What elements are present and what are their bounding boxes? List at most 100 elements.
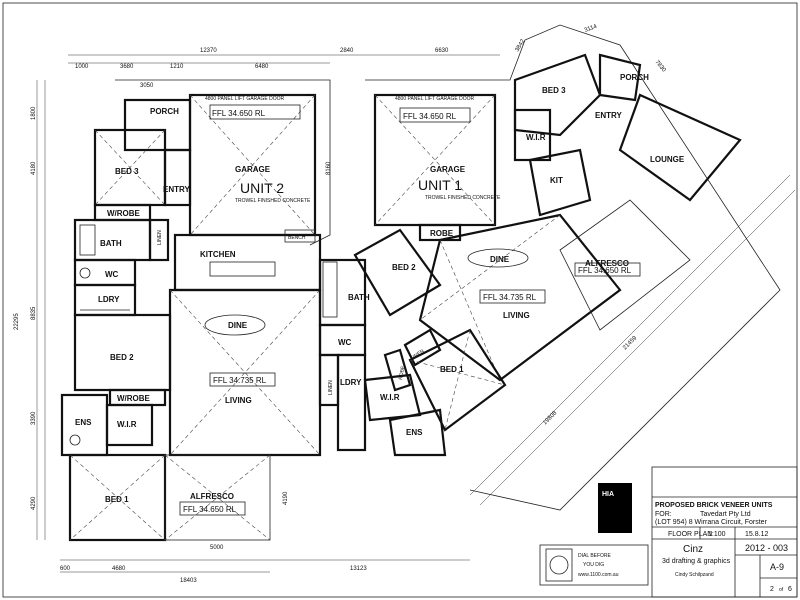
unit2-bed1-label: BED 1 [105, 495, 129, 504]
dim-top-3050: 3050 [140, 83, 154, 89]
unit1-linen-label: LINEN [328, 380, 334, 395]
dial-before-you-dig-logo: DIAL BEFORE YOU DIG www.1100.com.au [539, 544, 649, 586]
unit2-bath-label: BATH [100, 239, 122, 248]
tb-job-no: 2012 - 003 [745, 543, 788, 553]
dim-top-2840: 2840 [340, 48, 354, 54]
unit1-ens-label: ENS [406, 428, 423, 437]
dim-bottom-13123: 13123 [350, 566, 367, 572]
dim-top-3680: 3680 [120, 64, 134, 70]
unit1-ldry-label: LDRY [340, 378, 362, 387]
dim-bottom-4680: 4680 [112, 566, 126, 572]
unit1-bed1-label: BED 1 [440, 365, 464, 374]
unit2-alfresco-ffl: FFL 34.650 RL [183, 505, 237, 514]
unit2-wrobe-top-label: W/ROBE [107, 209, 141, 218]
unit1-bath-label: BATH [348, 293, 370, 302]
unit2-entry-label: ENTRY [163, 185, 190, 194]
dim-top-1000: 1000 [75, 64, 89, 70]
tb-designer: Cindy Schilpzand [675, 572, 714, 578]
unit1-garage-label: GARAGE [430, 165, 466, 174]
unit2-wrobe-lower-label: W/ROBE [117, 394, 151, 403]
unit2-garage-ffl: FFL 34.650 RL [212, 109, 266, 118]
unit2-dine-label: DINE [228, 321, 248, 330]
unit2-porch-label: PORCH [150, 107, 179, 116]
dial-line2: YOU DIG [583, 562, 604, 568]
hia-logo-text: HIA [602, 491, 614, 498]
unit2-kitchen-label: KITCHEN [200, 250, 236, 259]
unit1-dine-label: DINE [490, 255, 510, 264]
dim-top-12370: 12370 [200, 48, 217, 54]
tb-sheet-name: FLOOR PLAN [668, 531, 712, 538]
dim-left-8835: 8835 [31, 306, 37, 320]
dim-right-8160: 8160 [326, 161, 332, 175]
unit2-bed3-label: BED 3 [115, 167, 139, 176]
dim-left-1800: 1800 [31, 106, 37, 120]
unit2-wir-label: W.I.R [117, 420, 137, 429]
dim-bottom-18403: 18403 [180, 578, 197, 584]
dial-url: www.1100.com.au [578, 572, 619, 578]
unit1-title: UNIT 1 [418, 177, 462, 193]
unit2-wc-label: WC [105, 270, 119, 279]
dim-right-4190: 4190 [283, 491, 289, 505]
unit-1-plan: 4800 PANEL LIFT GARAGE DOOR FFL 34.650 R… [318, 24, 796, 511]
unit1-bed2-label: BED 2 [392, 263, 416, 272]
unit1-alfresco-label: ALFRESCO [585, 259, 629, 268]
unit1-wc-label: WC [338, 338, 352, 347]
dim-left-4290: 4290 [31, 496, 37, 510]
unit1-entry-label: ENTRY [595, 111, 622, 120]
unit1-wir-label: W.I.R [380, 393, 400, 402]
unit1-lounge-label: LOUNGE [650, 155, 685, 164]
left-dimensions: 1800 4180 22295 8835 3390 4290 [14, 80, 46, 540]
tb-firm-sub: 3d drafting & graphics [662, 558, 731, 565]
unit2-linen-top-label: LINEN [157, 230, 163, 245]
dim-top-6480: 6480 [255, 64, 269, 70]
tb-project: PROPOSED BRICK VENEER UNITS [655, 502, 773, 509]
hia-logo: HIA [598, 483, 632, 533]
unit1-garage-door-label: 4800 PANEL LIFT GARAGE DOOR [395, 96, 474, 102]
tb-client: Tavedart Pty Ltd [700, 511, 751, 518]
unit2-ens-label: ENS [75, 418, 92, 427]
unit1-wir-top-label: W.I.R [526, 133, 546, 142]
dim-diag-3114: 3114 [584, 24, 599, 34]
unit2-ldry-label: LDRY [98, 295, 120, 304]
dim-left-22295: 22295 [14, 313, 20, 330]
unit1-kit-label: KIT [550, 176, 563, 185]
tb-firm: Cinz [683, 544, 703, 555]
unit-2-plan: 4800 PANEL LIFT GARAGE DOOR FFL 34.650 R… [60, 79, 332, 542]
unit2-living-ffl: FFL 34.735 RL [213, 376, 267, 385]
unit1-living-label: LIVING [503, 311, 530, 320]
dim-left-4180: 4180 [31, 161, 37, 175]
bottom-dimensions: 600 4680 5000 18403 13123 [60, 545, 470, 584]
unit1-bed3-label: BED 3 [542, 86, 566, 95]
dim-bottom-600: 600 [60, 566, 71, 572]
unit1-robe2-label: ROBE [398, 365, 406, 381]
dim-top-1210: 1210 [170, 64, 184, 70]
dim-left-3390: 3390 [31, 411, 37, 425]
unit2-bed2-label: BED 2 [110, 353, 134, 362]
dim-top-6630: 6630 [435, 48, 449, 54]
unit2-garage-door-label: 4800 PANEL LIFT GARAGE DOOR [205, 96, 284, 102]
unit1-alfresco-ffl: FFL 34.650 RL [578, 266, 632, 275]
unit1-porch-label: PORCH [620, 73, 649, 82]
unit2-garage-floor: TROWEL FINISHED CONCRETE [235, 198, 311, 204]
dim-bottom-5000: 5000 [210, 545, 224, 551]
unit1-garage-ffl: FFL 34.650 RL [403, 112, 457, 121]
tb-sheet: 2 [770, 586, 774, 593]
unit1-garage-floor: TROWEL FINISHED CONCRETE [425, 195, 501, 201]
tb-lot: (LOT 954) 8 Wirrana Circuit, Forster [655, 519, 768, 526]
unit2-title: UNIT 2 [240, 180, 284, 196]
title-block: HIA PROPOSED BRICK VENEER UNITS FOR: Tav… [598, 466, 798, 598]
unit1-living-ffl: FFL 34.735 RL [483, 293, 537, 302]
tb-date: 15.8.12 [745, 531, 768, 538]
tb-sheet-total: 6 [788, 586, 792, 593]
unit1-robe-label: ROBE [430, 229, 454, 238]
dial-line1: DIAL BEFORE [578, 553, 612, 559]
tb-for-label: FOR: [655, 511, 672, 518]
dim-diag-19808: 19808 [542, 410, 559, 427]
unit2-bench-label: BENCH [288, 235, 306, 241]
tb-sheet-of: of [779, 587, 784, 593]
dim-diag-7830: 7830 [653, 59, 667, 74]
unit2-alfresco-label: ALFRESCO [190, 492, 234, 501]
top-dimensions: 12370 2840 6630 1000 3680 1210 6480 3050 [68, 48, 500, 89]
